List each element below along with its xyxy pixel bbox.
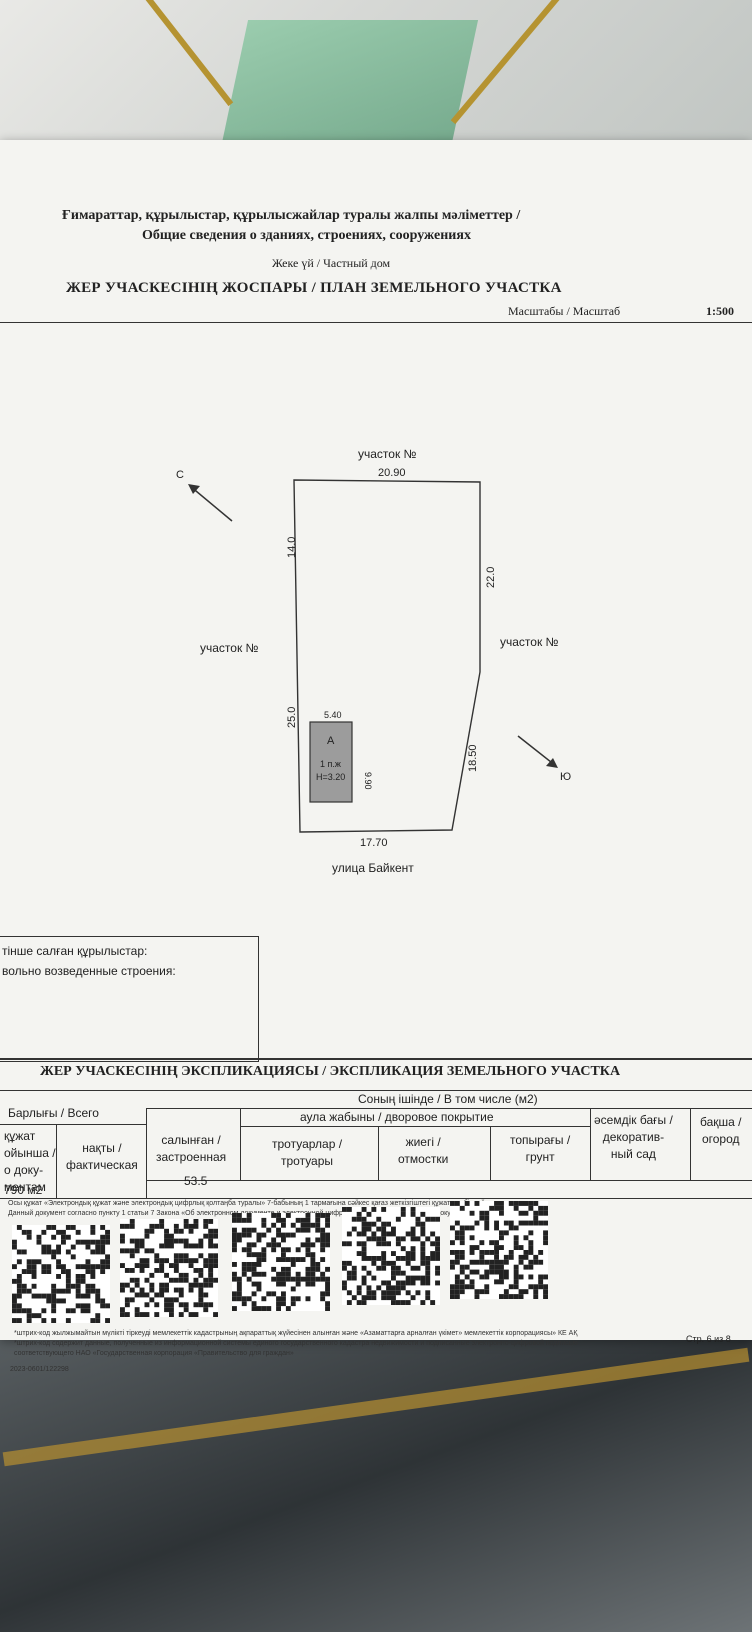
north-label: С <box>176 469 184 481</box>
legal-text-kz: Осы құжат «Электрондық құжат және электр… <box>8 1200 487 1207</box>
right-neighbor-label: участок № <box>500 635 559 649</box>
table-rule <box>0 1090 752 1091</box>
table-col-line <box>490 1126 491 1180</box>
dim-right-lower: 18.50 <box>467 744 479 772</box>
sidewalks-header: тротуарлар / тротуары <box>272 1137 343 1168</box>
header-divider <box>0 322 752 323</box>
table-col-line <box>590 1108 591 1180</box>
building-letter: А <box>327 735 335 747</box>
header-line-1: Ғимараттар, құрылыстар, құрылысжайлар ту… <box>62 208 521 223</box>
barcode-note-ru: *штрих-код содержит данные, полученные и… <box>14 1340 578 1347</box>
land-plot-boundary <box>293 479 481 833</box>
blind-area-header: жиегі / отмостки <box>398 1135 449 1166</box>
garden-header: әсемдік бағы / декоратив- ный сад <box>594 1113 673 1161</box>
table-col-line <box>690 1108 691 1180</box>
site-plan-drawing: участок № 20.90 участок № участок № 14.0… <box>176 447 571 875</box>
unauthorized-label-ru: вольно возведенные строения: <box>2 964 176 978</box>
dim-building-width: 5.40 <box>324 710 342 720</box>
explication-title: ЖЕР УЧАСКЕСІНІҢ ЭКСПЛИКАЦИЯСЫ / ЭКСПЛИКА… <box>40 1064 621 1079</box>
qr-code <box>450 1201 548 1299</box>
value-built: 53.5 <box>184 1174 208 1188</box>
value-by-docs: 790 м2 <box>4 1183 43 1197</box>
qr-code <box>12 1225 110 1323</box>
document-page: Ғимараттар, құрылыстар, құрылысжайлар ту… <box>0 140 752 1373</box>
table-rule <box>240 1126 590 1127</box>
built-header: салынған / застроенная <box>156 1133 227 1164</box>
left-neighbor-label: участок № <box>200 641 259 655</box>
dim-left-upper: 14.0 <box>286 537 298 558</box>
header-line-2: Общие сведения о зданиях, строениях, соо… <box>142 228 471 243</box>
south-label: Ю <box>560 771 571 783</box>
building-floors: 1 п.ж <box>320 759 341 769</box>
soil-header: топырағы / грунт <box>510 1133 571 1164</box>
table-rule <box>0 1124 146 1125</box>
building-a <box>309 721 353 803</box>
dim-top: 20.90 <box>378 467 406 479</box>
table-rule <box>146 1180 752 1181</box>
header-line-3: Жеке үй / Частный дом <box>272 256 391 270</box>
dim-bottom: 17.70 <box>360 837 388 849</box>
barcode-note-org: соответствующего НАО «Государственная ко… <box>14 1350 294 1357</box>
top-neighbor-label: участок № <box>358 447 417 461</box>
south-arrow-head <box>546 758 558 768</box>
table-bottom-border <box>0 1198 752 1199</box>
total-header: Барлығы / Всего <box>8 1106 99 1120</box>
north-arrow <box>189 485 233 522</box>
barcode-note-kz: *штрих-код жылжымайтын мүлікті тіркеуді … <box>14 1330 578 1337</box>
table-rule <box>146 1108 752 1109</box>
dim-right-upper: 22.0 <box>485 567 497 588</box>
qr-code <box>120 1219 218 1317</box>
building-height-label: H=3.20 <box>316 772 345 782</box>
of-which-header: Соның ішінде / В том числе (м2) <box>358 1092 538 1106</box>
actual-header: нақты / фактическая <box>66 1141 138 1172</box>
document-number: 2023-0601/122298 <box>10 1366 69 1373</box>
page-number: Стр. 6 из 8 <box>686 1334 731 1344</box>
dim-building-height: 9.90 <box>363 772 373 790</box>
plan-title: ЖЕР УЧАСКЕСІНІҢ ЖОСПАРЫ / ПЛАН ЗЕМЕЛЬНОГ… <box>66 280 562 296</box>
scale-label: Масштабы / Масштаб <box>508 304 621 318</box>
unauthorized-label-kz: тінше салған құрылыстар: <box>2 944 148 958</box>
qr-code <box>342 1207 440 1305</box>
yard-header: аула жабыны / дворовое покрытие <box>300 1110 494 1124</box>
table-col-line <box>240 1108 241 1180</box>
table-col-line <box>378 1126 379 1180</box>
by-docs-header: құжат ойынша / о доку- ментам <box>4 1129 56 1194</box>
qr-code <box>232 1213 330 1311</box>
street-label: улица Байкент <box>332 861 414 875</box>
table-col-line <box>146 1108 147 1198</box>
table-col-line <box>56 1124 57 1198</box>
table-top-border <box>0 1058 752 1060</box>
dim-left-lower: 25.0 <box>286 707 298 728</box>
vegetable-header: бақша / огород <box>700 1115 742 1146</box>
scale-value: 1:500 <box>706 304 734 318</box>
unauthorized-buildings-box <box>0 936 259 1062</box>
south-arrow <box>517 735 557 767</box>
north-arrow-head <box>188 484 200 494</box>
